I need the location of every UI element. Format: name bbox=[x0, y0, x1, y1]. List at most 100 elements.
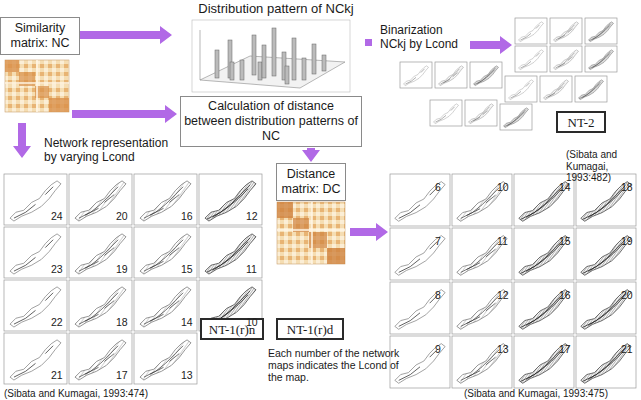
network-map bbox=[474, 66, 499, 86]
lcond-number: 18 bbox=[116, 317, 128, 328]
map-frame bbox=[435, 62, 467, 88]
note-text: Each number of the network maps indicate… bbox=[268, 347, 410, 383]
map-frame bbox=[134, 174, 197, 225]
flow-arrow bbox=[302, 148, 320, 162]
map-frame bbox=[390, 174, 450, 226]
matrix-title-box: Distance matrix: DC bbox=[276, 163, 346, 201]
lcond-number: 16 bbox=[181, 211, 193, 222]
map-frame bbox=[585, 18, 617, 44]
network-map bbox=[395, 236, 445, 276]
network-map bbox=[395, 182, 445, 222]
lcond-number: 17 bbox=[559, 344, 571, 355]
result-tag: NT-1(r)d bbox=[276, 318, 344, 340]
map-frame bbox=[500, 104, 532, 130]
map-frame bbox=[69, 333, 132, 384]
lcond-number: 18 bbox=[621, 182, 633, 193]
lcond-number: 15 bbox=[559, 236, 571, 247]
map-frame bbox=[505, 76, 537, 102]
map-thumbnails bbox=[4, 18, 636, 388]
flow-arrow bbox=[80, 26, 172, 44]
citation: (Sibata and Kumagai, 1993:474) bbox=[4, 388, 224, 400]
map-frame bbox=[134, 227, 197, 278]
map-frame bbox=[550, 18, 582, 44]
map-frame bbox=[390, 336, 450, 388]
lcond-number: 6 bbox=[435, 182, 441, 193]
citation: (Sibata and Kumagai, 1993:475) bbox=[464, 388, 641, 400]
map-frame bbox=[4, 174, 67, 225]
lcond-number: 13 bbox=[181, 370, 193, 381]
node-text: Similarity matrix: NC bbox=[4, 21, 76, 51]
map-frame bbox=[69, 174, 132, 225]
node-text: Distance matrix: DC bbox=[280, 167, 342, 197]
network-map bbox=[395, 344, 445, 384]
network-map bbox=[509, 80, 534, 100]
lcond-number: 11 bbox=[246, 264, 257, 275]
lcond-number: 12 bbox=[497, 290, 509, 301]
lcond-number: 10 bbox=[246, 317, 258, 328]
lcond-number: 14 bbox=[181, 317, 193, 328]
map-frame bbox=[514, 282, 574, 334]
network-map bbox=[404, 66, 429, 86]
lcond-number: 11 bbox=[497, 236, 508, 247]
lcond-number: 14 bbox=[559, 182, 571, 193]
result-tag: NT-2 bbox=[556, 111, 606, 133]
map-frame bbox=[585, 46, 617, 72]
lcond-number: 10 bbox=[497, 182, 509, 193]
map-frame bbox=[576, 282, 636, 334]
network-map bbox=[205, 234, 256, 274]
marker-square bbox=[365, 39, 372, 46]
map-frame bbox=[575, 76, 607, 102]
network-map bbox=[519, 50, 544, 70]
chart-title: Distribution pattern of NCkj bbox=[176, 2, 376, 17]
map-frame bbox=[69, 280, 132, 331]
matrix-title-box: Similarity matrix: NC bbox=[0, 17, 80, 55]
network-map bbox=[554, 50, 579, 70]
lcond-number: 9 bbox=[435, 344, 441, 355]
map-frame bbox=[452, 282, 512, 334]
lcond-number: 17 bbox=[116, 370, 128, 381]
flow-arrow bbox=[470, 36, 512, 54]
map-frame bbox=[452, 336, 512, 388]
step-label: Binarization NCkj by Lcond bbox=[380, 24, 472, 52]
map-frame bbox=[199, 227, 262, 278]
flow-arrow bbox=[13, 123, 31, 158]
network-map bbox=[395, 290, 445, 330]
lcond-number: 12 bbox=[246, 211, 258, 222]
lcond-number: 7 bbox=[435, 236, 441, 247]
distance-heatmap bbox=[277, 202, 345, 264]
map-frame bbox=[390, 228, 450, 280]
lcond-number: 20 bbox=[116, 211, 128, 222]
network-map bbox=[457, 236, 507, 276]
map-frame bbox=[134, 333, 197, 384]
similarity-heatmap bbox=[5, 60, 69, 112]
lcond-number: 21 bbox=[51, 370, 63, 381]
network-map bbox=[504, 108, 529, 128]
map-frame bbox=[576, 336, 636, 388]
map-frame bbox=[515, 18, 547, 44]
map-frame bbox=[390, 282, 450, 334]
map-frame bbox=[69, 227, 132, 278]
lcond-number: 15 bbox=[181, 264, 193, 275]
network-map bbox=[589, 50, 614, 70]
map-frame bbox=[470, 62, 502, 88]
network-map bbox=[434, 104, 459, 124]
lcond-number: 20 bbox=[621, 290, 633, 301]
map-frame bbox=[514, 174, 574, 226]
map-frame bbox=[540, 76, 572, 102]
map-frame bbox=[134, 280, 197, 331]
lcond-number: 23 bbox=[51, 264, 63, 275]
node-text: Calculation of distance between distribu… bbox=[184, 99, 358, 144]
citation: (Sibata and Kumagai, 1993:482) bbox=[566, 149, 640, 184]
network-map bbox=[589, 22, 614, 42]
lcond-number: 22 bbox=[51, 317, 63, 328]
network-map bbox=[554, 22, 579, 42]
lcond-number: 8 bbox=[435, 290, 441, 301]
map-frame bbox=[515, 46, 547, 72]
lcond-number: 24 bbox=[51, 211, 63, 222]
lcond-number: 16 bbox=[559, 290, 571, 301]
lcond-number: 19 bbox=[116, 264, 128, 275]
map-frame bbox=[4, 227, 67, 278]
flow-arrow bbox=[72, 105, 177, 123]
node-text: NT-1(r)d bbox=[287, 323, 333, 336]
lcond-number: 13 bbox=[497, 344, 509, 355]
